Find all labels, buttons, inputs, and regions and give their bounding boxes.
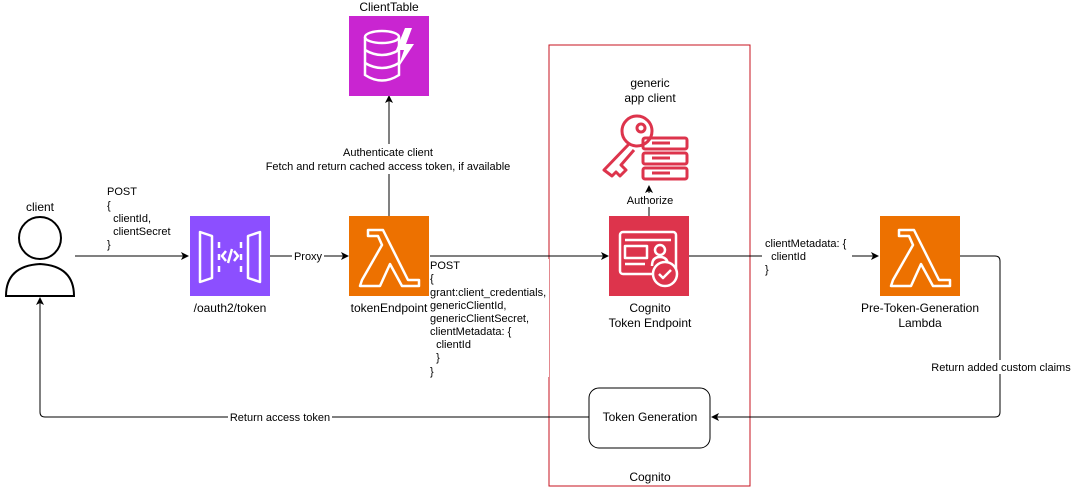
edge-label-cognito-post: POST { grant:client_credentials, generic… bbox=[430, 260, 546, 378]
svg-text:clientMetadata: {: clientMetadata: { bbox=[765, 238, 847, 250]
lambda-icon bbox=[349, 216, 429, 296]
edge-label-return-token: Return access token bbox=[230, 412, 330, 424]
generic-app-client-label-2: app client bbox=[624, 91, 676, 105]
api-gateway-label: /oauth2/token bbox=[194, 301, 267, 315]
svg-text:{: { bbox=[107, 200, 111, 212]
generic-app-client-label-1: generic bbox=[630, 76, 669, 90]
clienttable-label: ClientTable bbox=[359, 0, 419, 14]
svg-text:POST: POST bbox=[430, 260, 460, 272]
svg-text:clientSecret: clientSecret bbox=[107, 226, 171, 238]
edge-label-authenticate-1: Authenticate client bbox=[343, 147, 433, 159]
edge-lambda-to-tokengeneration bbox=[711, 255, 1001, 421]
svg-text:}: } bbox=[430, 352, 440, 364]
edge-tokengeneration-to-client bbox=[36, 297, 589, 418]
edge-label-authorize: Authorize bbox=[627, 195, 673, 207]
svg-text:}: } bbox=[765, 264, 769, 276]
svg-text:clientId,: clientId, bbox=[107, 213, 151, 225]
tokenendpoint-label: tokenEndpoint bbox=[351, 301, 428, 315]
dynamodb-icon bbox=[349, 16, 429, 96]
svg-text:genericClientSecret,: genericClientSecret, bbox=[430, 313, 529, 325]
svg-text:POST: POST bbox=[107, 186, 137, 198]
edge-label-client-post: POST { clientId, clientSecret } bbox=[107, 186, 171, 251]
client-label: client bbox=[26, 200, 55, 214]
token-generation-box bbox=[588, 387, 711, 449]
pre-token-lambda-label-2: Lambda bbox=[898, 316, 942, 330]
svg-text:}: } bbox=[107, 239, 111, 251]
pre-token-lambda-label-1: Pre-Token-Generation bbox=[861, 301, 979, 315]
svg-text:{: { bbox=[430, 273, 434, 285]
pre-token-lambda-icon bbox=[880, 216, 960, 296]
svg-text:}: } bbox=[430, 366, 434, 378]
token-generation-label: Token Generation bbox=[603, 410, 698, 424]
edge-label-return-claims: Return added custom claims bbox=[931, 362, 1071, 374]
cognito-group-label: Cognito bbox=[629, 470, 671, 484]
cognito-icon bbox=[609, 216, 689, 296]
svg-text:clientMetadata: {: clientMetadata: { bbox=[430, 326, 512, 338]
svg-text:clientId: clientId bbox=[765, 251, 806, 263]
svg-text:genericClientId,: genericClientId, bbox=[430, 300, 506, 312]
cognito-token-endpoint-label-2: Token Endpoint bbox=[609, 316, 692, 330]
edge-label-authenticate-2: Fetch and return cached access token, if… bbox=[266, 161, 511, 173]
client-user-icon bbox=[4, 216, 76, 297]
svg-text:clientId: clientId bbox=[430, 339, 471, 351]
cognito-token-endpoint-label-1: Cognito bbox=[629, 301, 671, 315]
edge-label-proxy: Proxy bbox=[294, 251, 323, 263]
svg-text:grant:client_credentials,: grant:client_credentials, bbox=[430, 287, 546, 299]
edge-label-client-metadata: clientMetadata: { clientId } bbox=[765, 238, 847, 276]
key-server-icon bbox=[602, 114, 689, 181]
api-gateway-icon bbox=[190, 216, 270, 296]
